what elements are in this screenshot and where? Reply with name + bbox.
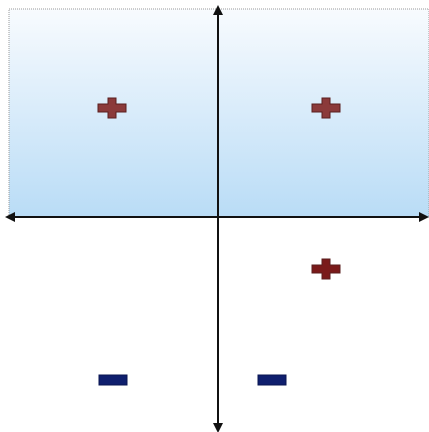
- plus-marker-upper-right: [311, 97, 341, 119]
- minus-marker-lower-left: [98, 374, 128, 386]
- minus-marker-lower-right-near-axis: [257, 374, 287, 386]
- markers-layer: [97, 97, 341, 386]
- plus-marker-lower-right: [311, 258, 341, 280]
- plus-marker-upper-left: [97, 97, 127, 119]
